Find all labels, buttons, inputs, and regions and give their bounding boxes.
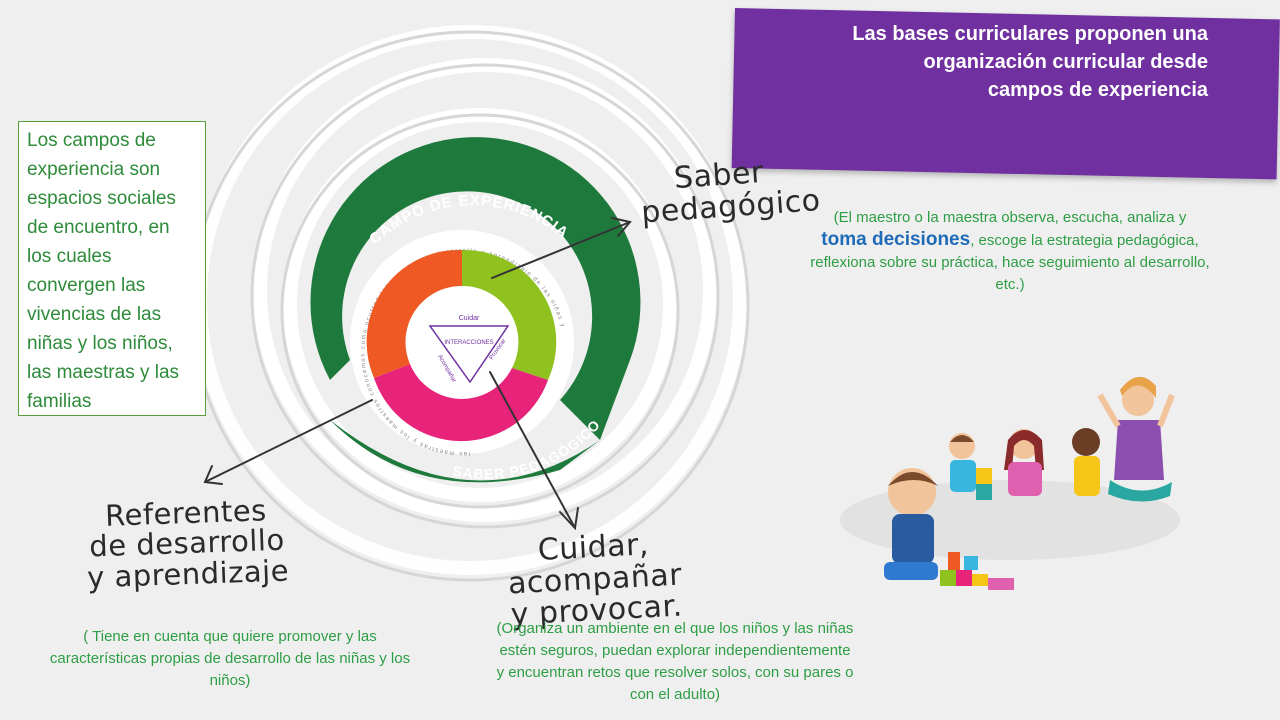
saber-pedagogico-title: Saber pedagógico [640,154,822,231]
cuidar-note: (Organiza un ambiente en el que los niño… [496,620,854,703]
arrow-saber [491,221,631,279]
donut-segments [366,249,557,442]
toma-decisiones-highlight: toma decisiones [821,229,971,250]
arrow-referentes [204,399,373,483]
header-title: Las bases curriculares proponen una orga… [852,23,1208,101]
referentes-note: ( Tiene en cuenta que quiere promover y … [49,628,411,689]
saber-note: (El maestro o la maestra observa, escuch… [810,209,1210,293]
children-illustration [840,376,1180,590]
referentes-title: Referentes de desarrollo y aprendizaje [86,493,290,595]
arrow-cuidar [489,371,576,529]
interacciones-label: INTERACCIONES [444,340,493,346]
arrows [203,217,632,531]
definition-box: Los campos de experiencia son espacios s… [18,121,206,416]
cuidar-label: Cuidar [459,315,480,322]
